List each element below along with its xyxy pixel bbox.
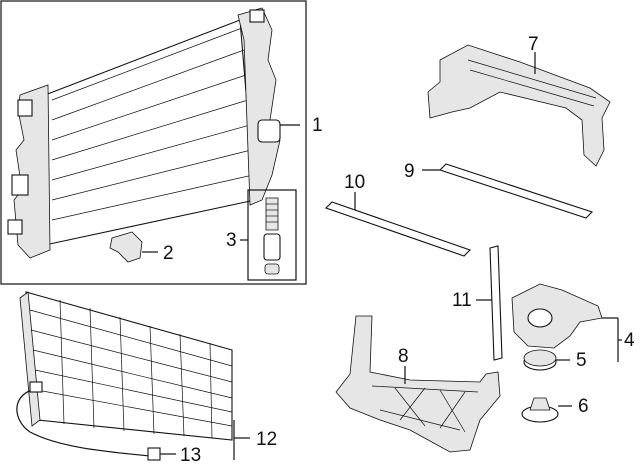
callout-4: 4: [624, 330, 635, 351]
part-5-grommet: [523, 349, 570, 371]
part-3-kit: [240, 189, 297, 281]
callout-11: 11: [452, 290, 472, 311]
radiator-frame: [0, 0, 307, 285]
part-2-sensor: [109, 231, 158, 263]
callout-6: 6: [578, 396, 589, 417]
radiator-fins: [51, 27, 254, 221]
callout-12: 12: [256, 429, 277, 450]
part-11-side-seal: [476, 245, 503, 361]
callouts: 1 2 3 4 5 6 7 8 9 10 11 12 13: [163, 34, 635, 466]
callout-7: 7: [528, 34, 539, 55]
part-13-wire-harness: [16, 381, 176, 461]
callout-3: 3: [226, 230, 237, 251]
radiator-left-tank: [13, 84, 51, 259]
part-3-kit-box: [247, 189, 297, 281]
part-7-upper-tie-bar: [427, 44, 611, 167]
callout-13: 13: [180, 445, 201, 466]
part-6-mount: [521, 397, 572, 423]
part-10-seal-strip: [324, 192, 472, 257]
part-9-seal-strip: [422, 163, 594, 219]
part-8-lower-tie-bar: [335, 315, 501, 453]
part-4-bracket: [511, 283, 622, 362]
callout-2: 2: [163, 243, 174, 264]
part-12-air-shutter: [19, 291, 250, 460]
radiator-group: [0, 0, 307, 285]
callout-8: 8: [398, 346, 409, 367]
shutter-grid: [29, 299, 233, 439]
callout-1: 1: [312, 115, 323, 136]
callout-10: 10: [344, 172, 365, 193]
callout-5: 5: [576, 350, 587, 371]
callout-9: 9: [404, 161, 415, 182]
